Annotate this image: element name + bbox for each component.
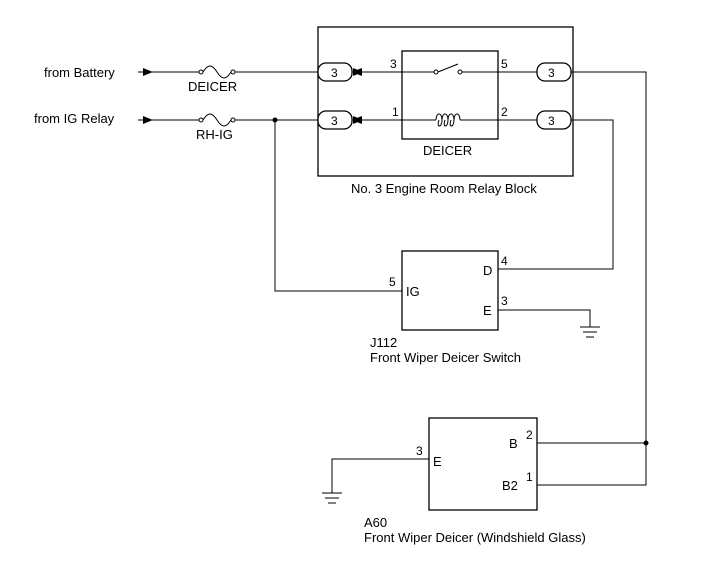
deicer-code-label: A60 (364, 515, 387, 530)
deicer-fuse-label: DEICER (188, 79, 237, 94)
switch-terminal-ig: IG (406, 284, 420, 299)
svg-text:3: 3 (548, 114, 555, 128)
switch-terminal-d: D (483, 263, 492, 278)
switch-pin-e: 3 (501, 294, 508, 308)
svg-text:3: 3 (331, 66, 338, 80)
deicer-relay-box (401, 50, 499, 140)
relay-switch-contact (402, 63, 498, 75)
relay-pin-5: 5 (501, 57, 508, 71)
deicer-fuse-symbol (198, 65, 236, 79)
rh-ig-fuse-symbol (198, 113, 236, 127)
relay-block-connector-right-bottom: 3 (536, 110, 572, 130)
relay-pin-1: 1 (392, 105, 399, 119)
deicer-terminal-b: B (509, 436, 518, 451)
relay-block-connector-right-top: 3 (536, 62, 572, 82)
rh-ig-fuse-label: RH-IG (196, 127, 233, 142)
relay-block-connector-left-top: 3 (317, 62, 353, 82)
switch-terminal-e: E (483, 303, 492, 318)
relay-pin-3: 3 (390, 57, 397, 71)
relay-block-connector-left-bottom: 3 (317, 110, 353, 130)
switch-ground-wire (498, 309, 591, 327)
switch-pin-ig: 5 (389, 275, 396, 289)
relay-deicer-label: DEICER (423, 143, 472, 158)
svg-text:3: 3 (331, 114, 338, 128)
switch-name-label: Front Wiper Deicer Switch (370, 350, 521, 365)
relay-arrowhead-top (352, 68, 362, 76)
coil-wire-to-switch-d (498, 119, 614, 270)
switch-code-label: J112 (370, 335, 397, 350)
deicer-terminal-e: E (433, 454, 442, 469)
relay-block-frame (317, 26, 574, 177)
switch-ground-icon (580, 326, 600, 338)
deicer-pin-b: 2 (526, 428, 533, 442)
from-ig-relay-label: from IG Relay (34, 111, 115, 126)
deicer-name-label: Front Wiper Deicer (Windshield Glass) (364, 530, 586, 545)
relay-pin-2: 2 (501, 105, 508, 119)
deicer-pin-b2: 1 (526, 470, 533, 484)
deicer-terminal-b2: B2 (502, 478, 518, 493)
svg-text:3: 3 (548, 66, 555, 80)
deicer-ground-icon (322, 492, 342, 504)
ig-wire-to-switch (274, 120, 402, 292)
wiper-deicer-switch-box (401, 250, 499, 331)
wiper-deicer-box (428, 417, 538, 511)
relay-output-wire-to-b2 (537, 71, 647, 486)
deicer-pin-e: 3 (416, 444, 423, 458)
switch-pin-d: 4 (501, 254, 508, 268)
relay-coil (402, 113, 498, 127)
deicer-ground-wire (331, 458, 429, 493)
from-battery-label: from Battery (44, 65, 115, 80)
relay-arrowhead-bottom (352, 116, 362, 124)
relay-block-label: No. 3 Engine Room Relay Block (351, 181, 537, 196)
